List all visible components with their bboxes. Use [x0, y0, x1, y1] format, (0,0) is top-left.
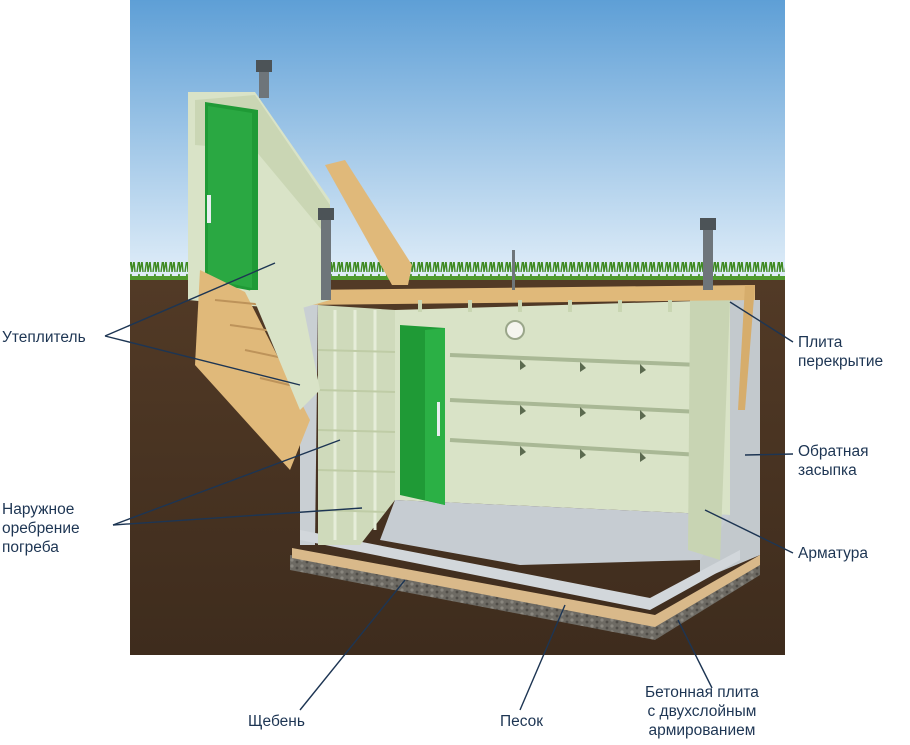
entrance-insulation	[325, 160, 412, 285]
label-insulation: Утеплитель	[2, 329, 86, 346]
label-sand: Песок	[500, 713, 544, 730]
vent-pipes	[256, 60, 716, 300]
shelves	[449, 353, 701, 457]
cellar-floor	[380, 500, 730, 565]
cellar-back-wall	[395, 300, 730, 515]
right-ribbed-wall	[688, 300, 730, 560]
label-outer-ribbing: Наружное оребрение погреба	[2, 501, 80, 556]
label-backfill: Обратная засыпка	[798, 443, 869, 479]
ceiling-slab	[300, 285, 755, 305]
label-concrete-slab: Бетонная плита с двухслойным армирование…	[645, 684, 759, 739]
stairs	[195, 270, 310, 470]
ceiling-lamp	[505, 320, 525, 340]
label-slab-ceiling: Плита перекрытие	[798, 334, 884, 370]
label-rebar: Арматура	[798, 545, 868, 562]
label-gravel: Щебень	[248, 713, 305, 730]
leader-lines	[104, 262, 794, 711]
